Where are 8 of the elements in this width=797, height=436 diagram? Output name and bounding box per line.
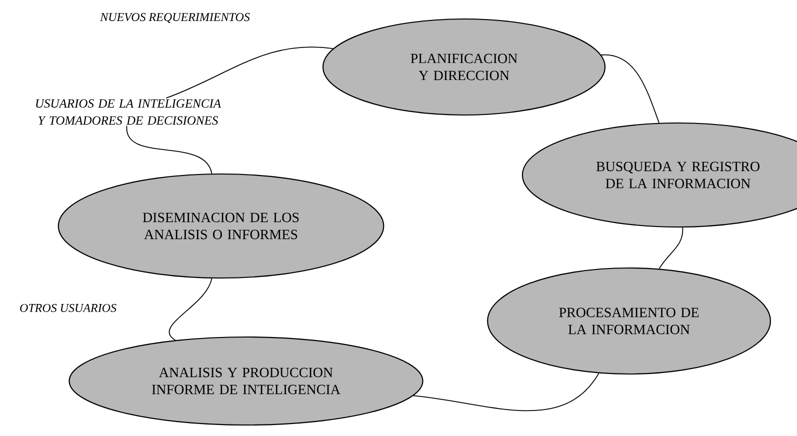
connector-line [166, 46, 334, 99]
edge-label: OTROS USUARIOS [20, 304, 116, 312]
stakeholder-text: USUARIOS DE LA INTELIGENCIA Y TOMADORES DE DECISIONES [36, 99, 222, 125]
connector-line [658, 227, 684, 270]
connector-line [413, 372, 600, 411]
connector-line [600, 54, 660, 124]
connector-line [126, 125, 212, 174]
edge-label: NUEVOS REQUERIMIENTOS [100, 13, 250, 23]
